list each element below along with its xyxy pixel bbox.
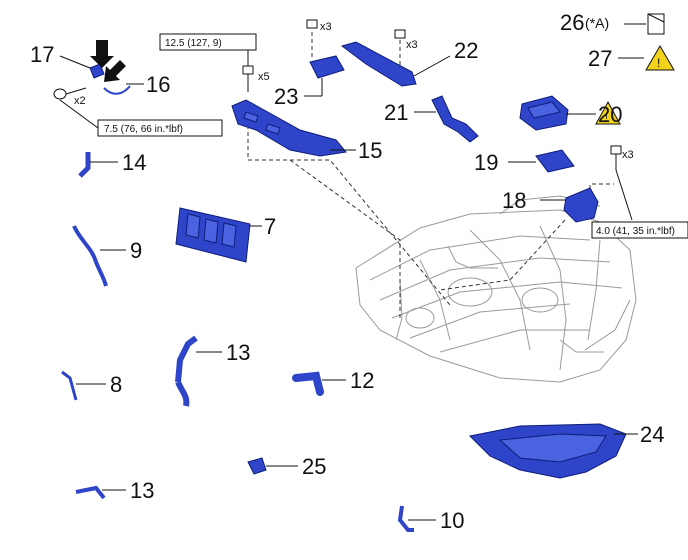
part-20-box: ! 20 — [519, 95, 622, 131]
leader-15-to-engine — [247, 104, 451, 306]
grease-icon — [647, 13, 665, 35]
torque-18: 4.0 (41, 35 in.*lbf) — [596, 226, 675, 237]
legend-27: 27 ! — [588, 45, 675, 71]
caution-icon: ! — [595, 100, 621, 125]
callout-9: 9 — [130, 238, 142, 263]
part-23-bracket: x3 23 — [274, 19, 345, 109]
callout-26-suffix: (*A) — [585, 15, 609, 31]
legend-26: 26 (*A) — [560, 10, 665, 35]
callout-12: 12 — [350, 368, 374, 393]
callout-22: 22 — [454, 38, 478, 63]
callout-13-upper: 13 — [226, 340, 250, 365]
callout-14: 14 — [122, 150, 146, 175]
callout-24: 24 — [640, 422, 664, 447]
part-10-hose: 10 — [397, 505, 464, 533]
svg-text:!: ! — [605, 113, 608, 124]
arrow-icon — [90, 40, 114, 68]
callout-21: 21 — [384, 100, 408, 125]
part-14-hose: 14 — [78, 150, 146, 178]
engine-compartment-illustration — [355, 195, 637, 383]
part-9-hose: 9 — [72, 225, 142, 287]
callout-8: 8 — [110, 372, 122, 397]
callout-10: 10 — [440, 508, 464, 533]
callout-19: 19 — [474, 150, 498, 175]
bolt-icon — [306, 19, 318, 29]
callout-17: 17 — [30, 42, 54, 67]
callout-25: 25 — [302, 454, 326, 479]
part-12-hose: 12 — [292, 368, 374, 396]
leader-15-to-engine-2 — [289, 159, 401, 320]
callout-18: 18 — [502, 188, 526, 213]
part-19-panel: 19 — [474, 149, 575, 175]
bolt-icon — [394, 29, 406, 39]
part-24-headlamp: 24 — [468, 422, 664, 479]
torque-15: 12.5 (127, 9) — [165, 38, 222, 49]
part-17-bracket: 17 16 x2 7.5 (76, 66 in.*lbf) — [30, 40, 223, 137]
bolt-icon — [242, 65, 254, 92]
qty-22: x3 — [406, 39, 418, 51]
arrow-icon — [104, 60, 126, 82]
callout-26: 26 — [560, 10, 584, 35]
part-13-hose-upper: 13 — [175, 335, 250, 407]
part-7-panel: 7 — [175, 207, 276, 263]
part-18-bracket: x3 18 4.0 (41, 35 in.*lbf) — [502, 145, 688, 239]
callout-23: 23 — [274, 84, 298, 109]
bolt-icon — [610, 145, 622, 170]
qty-15: x5 — [258, 71, 270, 83]
part-21-duct: 21 — [384, 95, 479, 143]
callout-20: 20 — [598, 102, 622, 127]
qty-18: x3 — [622, 149, 634, 161]
part-8-hose: 8 — [61, 370, 122, 401]
callout-15: 15 — [358, 138, 382, 163]
callout-7: 7 — [264, 214, 276, 239]
bolt-icon — [53, 87, 87, 100]
part-25-clip: 25 — [247, 454, 326, 479]
torque-17: 7.5 (76, 66 in.*lbf) — [104, 124, 183, 135]
qty-17: x2 — [74, 95, 86, 107]
callout-27: 27 — [588, 46, 612, 71]
part-13-hose-lower: 13 — [75, 478, 154, 503]
caution-icon: ! — [645, 45, 675, 71]
leader-18-to-engine-2 — [439, 219, 566, 291]
part-15-bracket: 12.5 (127, 9) x5 15 — [159, 33, 382, 163]
callout-16: 16 — [146, 72, 170, 97]
qty-23: x3 — [320, 21, 332, 33]
callout-13-lower: 13 — [130, 478, 154, 503]
svg-text:!: ! — [657, 56, 660, 70]
part-22-cover: x3 22 — [340, 29, 478, 87]
